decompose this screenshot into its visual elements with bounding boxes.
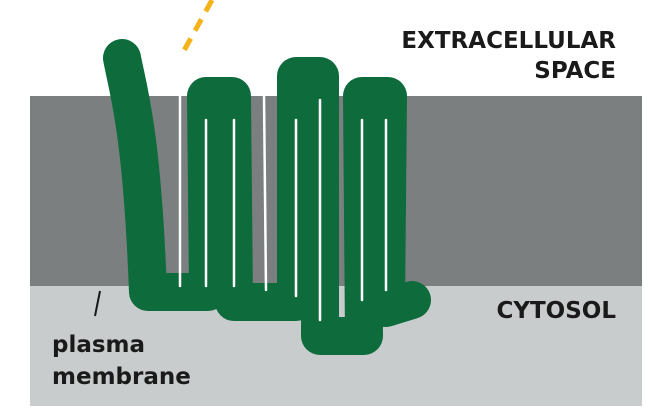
extracellular-label-line1: EXTRACELLULAR	[401, 28, 616, 54]
plasma-membrane-label-line2: membrane	[52, 364, 191, 390]
plasma-membrane-label-line1: plasma	[52, 332, 145, 358]
cytosol-label: CYTOSOL	[496, 298, 616, 324]
membrane-pointer-line	[94, 290, 101, 317]
signal-molecule-dashes	[178, 0, 215, 58]
extracellular-label-line2: SPACE	[534, 58, 616, 84]
transmembrane-receptor-protein	[103, 39, 431, 355]
helix-separator-grooves	[178, 94, 388, 322]
